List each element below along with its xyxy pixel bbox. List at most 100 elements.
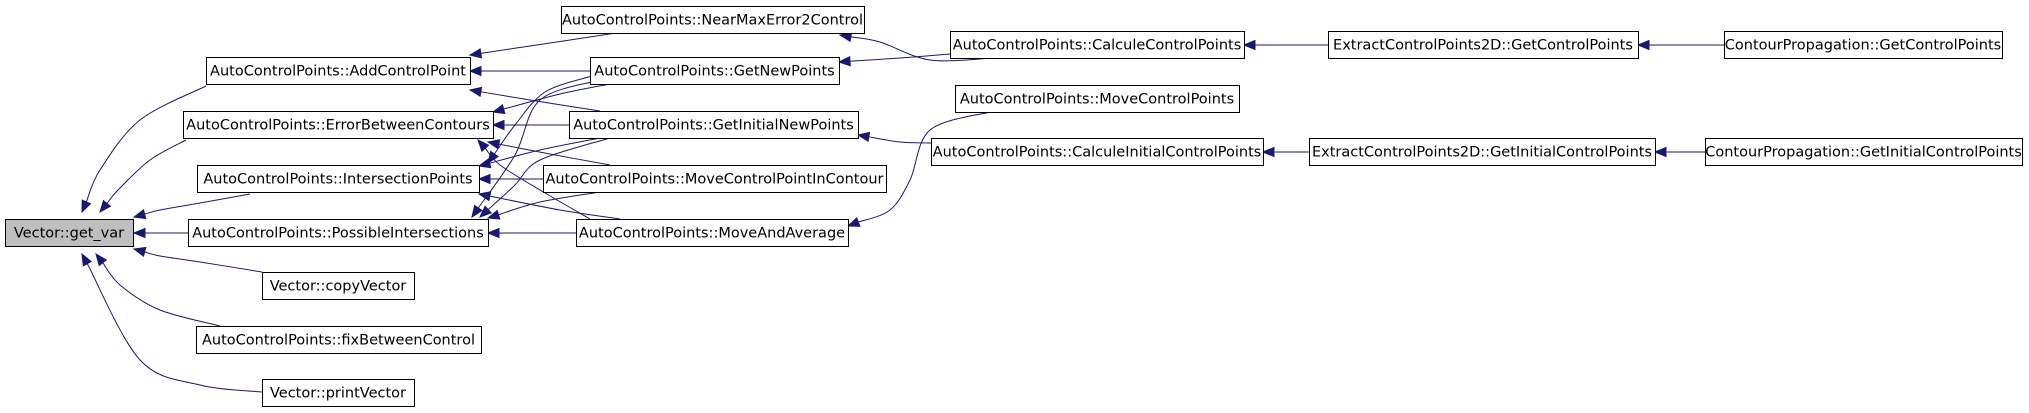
node-box[interactable] [197, 165, 480, 193]
arrowhead-icon [81, 252, 93, 267]
node-label: ContourPropagation::GetControlPoints [1725, 38, 2001, 54]
node-vector-get-var[interactable]: Vector::get_var [5, 219, 134, 247]
node-label: Vector::get_var [14, 226, 124, 242]
edge-line [498, 191, 601, 216]
call-edge-n10-n2 [491, 119, 569, 131]
node-box[interactable] [188, 219, 489, 247]
node-box[interactable] [1328, 31, 1639, 59]
node-extractcontrolpoints2d-getcontrolpoints[interactable]: ExtractControlPoints2D::GetControlPoints [1328, 31, 1639, 59]
arrowhead-icon [81, 199, 92, 214]
call-edge-n6-n0 [95, 252, 221, 327]
arrowhead-icon [486, 227, 500, 239]
call-edge-n10-n3 [477, 137, 601, 169]
edge-line [480, 32, 617, 54]
arrowhead-icon [468, 65, 482, 77]
edge-line [144, 251, 263, 273]
node-label: AutoControlPoints::MoveControlPointInCon… [545, 172, 883, 188]
node-box[interactable] [955, 85, 1240, 113]
node-label: AutoControlPoints::IntersectionPoints [203, 172, 472, 188]
call-edge-n2-n0 [99, 139, 187, 214]
call-edge-n7-n0 [81, 252, 263, 393]
call-edge-n11-n3 [477, 173, 543, 185]
node-autocontrolpoints-getinitialnewpoints[interactable]: AutoControlPoints::GetInitialNewPoints [569, 111, 859, 139]
node-autocontrolpoints-errorbetweencontours[interactable]: AutoControlPoints::ErrorBetweenContours [183, 111, 494, 139]
edge-line [858, 111, 991, 223]
edge-line [503, 83, 611, 110]
edge-line [102, 262, 221, 327]
arrowhead-icon [477, 139, 490, 153]
node-box[interactable] [950, 31, 1245, 59]
arrowhead-icon [1242, 39, 1256, 51]
node-label: AutoControlPoints::ErrorBetweenContours [186, 118, 490, 134]
call-edge-n19-n17 [1653, 146, 1705, 158]
node-label: AutoControlPoints::NearMaxError2Control [562, 13, 863, 29]
arrowhead-icon [491, 119, 505, 131]
arrowhead-icon [486, 209, 501, 220]
node-box[interactable] [262, 272, 415, 300]
node-label: AutoControlPoints::CalculeControlPoints [953, 38, 1242, 54]
edge-line [489, 195, 621, 220]
call-edge-n12-n4 [486, 227, 576, 239]
node-autocontrolpoints-movecontrolpoints[interactable]: AutoControlPoints::MoveControlPoints [955, 85, 1240, 113]
call-edge-n14-n12 [846, 111, 991, 227]
edge-line [493, 75, 593, 155]
node-autocontrolpoints-fixbetweencontrol[interactable]: AutoControlPoints::fixBetweenControl [196, 326, 482, 354]
node-box[interactable] [543, 165, 887, 193]
node-box[interactable] [183, 111, 494, 139]
node-extractcontrolpoints2d-getinitialcontrolpoints[interactable]: ExtractControlPoints2D::GetInitialContro… [1309, 138, 1656, 166]
edge-line [106, 139, 187, 204]
call-edge-n10-n1 [468, 86, 601, 112]
node-box[interactable] [1705, 138, 2023, 166]
node-contourpropagation-getcontrolpoints[interactable]: ContourPropagation::GetControlPoints [1724, 31, 2003, 59]
arrowhead-icon [477, 191, 492, 202]
node-box[interactable] [5, 219, 134, 247]
node-autocontrolpoints-nearmaxerror2control[interactable]: AutoControlPoints::NearMaxError2Control [561, 6, 865, 34]
node-vector-copyvector[interactable]: Vector::copyVector [262, 272, 415, 300]
arrowhead-icon [491, 103, 506, 115]
call-edge-n11-n2 [486, 139, 611, 166]
call-edge-n18-n16 [1636, 39, 1724, 51]
arrowhead-icon [477, 173, 491, 185]
call-edge-n16-n13 [1242, 39, 1328, 51]
node-box[interactable] [196, 326, 482, 354]
arrowhead-icon [477, 158, 492, 169]
node-vector-printvector[interactable]: Vector::printVector [262, 379, 415, 407]
arrowhead-icon [486, 139, 501, 150]
arrowhead-icon [99, 199, 112, 214]
call-edge-n15-n10 [856, 131, 932, 144]
node-box[interactable] [262, 379, 415, 407]
node-autocontrolpoints-intersectionpoints[interactable]: AutoControlPoints::IntersectionPoints [197, 165, 480, 193]
node-autocontrolpoints-getnewpoints[interactable]: AutoControlPoints::GetNewPoints [590, 57, 840, 85]
arrowhead-icon [1653, 146, 1667, 158]
node-box[interactable] [1724, 31, 2003, 59]
arrowhead-icon [471, 204, 483, 219]
node-autocontrolpoints-addcontrolpoint[interactable]: AutoControlPoints::AddControlPoint [206, 57, 471, 85]
call-edge-n13-n9 [837, 53, 951, 67]
node-autocontrolpoints-movecontrolpointincontour[interactable]: AutoControlPoints::MoveControlPointInCon… [543, 165, 887, 193]
arrowhead-icon [468, 86, 483, 98]
edge-line [477, 79, 601, 209]
node-label: Vector::copyVector [270, 279, 407, 295]
node-box[interactable] [576, 219, 849, 247]
node-box[interactable] [931, 138, 1264, 166]
node-box[interactable] [590, 57, 840, 85]
node-autocontrolpoints-possibleintersections[interactable]: AutoControlPoints::PossibleIntersections [188, 219, 489, 247]
call-nodes: Vector::get_var AutoControlPoints::AddCon… [5, 6, 2023, 407]
node-box[interactable] [561, 6, 865, 34]
node-contourpropagation-getinitialcontrolpoints[interactable]: ContourPropagation::GetInitialControlPoi… [1705, 138, 2023, 166]
node-label: AutoControlPoints::GetInitialNewPoints [573, 118, 854, 134]
node-autocontrolpoints-calculeinitialcontrolpoints[interactable]: AutoControlPoints::CalculeInitialControl… [931, 138, 1264, 166]
arrowhead-icon [95, 252, 108, 267]
node-box[interactable] [206, 57, 471, 85]
edge-line [480, 91, 601, 112]
node-autocontrolpoints-calculecontrolpoints[interactable]: AutoControlPoints::CalculeControlPoints [950, 31, 1245, 59]
arrowhead-icon [856, 131, 871, 143]
node-label: ExtractControlPoints2D::GetInitialContro… [1312, 145, 1652, 161]
node-label: AutoControlPoints::MoveControlPoints [960, 92, 1234, 108]
node-box[interactable] [1309, 138, 1656, 166]
edge-line [86, 263, 263, 393]
call-edge-n9-n2 [491, 83, 611, 115]
node-autocontrolpoints-moveandaverage[interactable]: AutoControlPoints::MoveAndAverage [576, 219, 849, 247]
node-box[interactable] [569, 111, 859, 139]
